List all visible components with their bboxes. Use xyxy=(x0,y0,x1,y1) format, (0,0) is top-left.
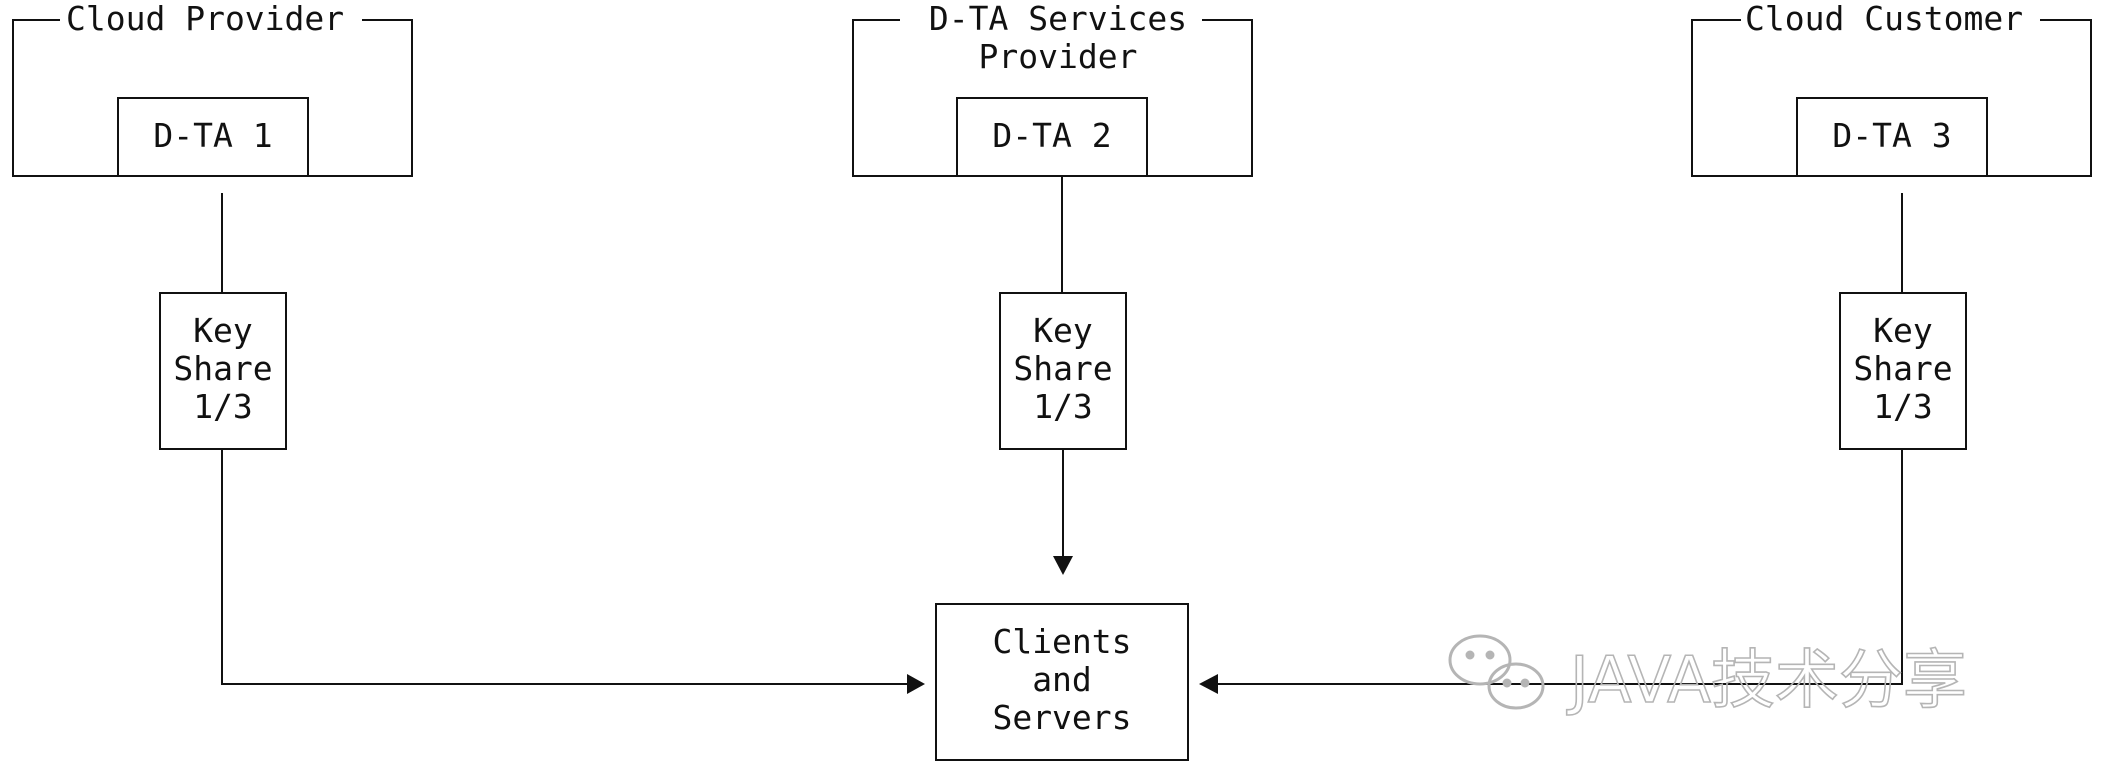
node-dta-2 xyxy=(956,97,1148,177)
node-label: D-TA 2 xyxy=(992,116,1111,155)
key-share-line: Share xyxy=(173,349,272,388)
arrowhead xyxy=(907,674,925,694)
connector-line xyxy=(1218,449,1903,685)
key-share-line: 1/3 xyxy=(193,387,253,426)
key-share-line: 1/3 xyxy=(1033,387,1093,426)
target-box xyxy=(935,603,1189,761)
key-share-line: Share xyxy=(1853,349,1952,388)
group-title-line: D-TA Services xyxy=(929,0,1187,38)
node-label: D-TA 3 xyxy=(1832,116,1951,155)
arrowhead xyxy=(1053,556,1073,575)
key-share-line: Key xyxy=(1873,311,1933,350)
key-share-box xyxy=(999,292,1127,450)
watermark-text: JAVA技术分享 xyxy=(1566,644,1967,718)
target-line: Servers xyxy=(992,698,1131,737)
key-share-line: Share xyxy=(1013,349,1112,388)
node-label: D-TA 1 xyxy=(153,116,272,155)
arrowhead xyxy=(1199,674,1218,694)
node-dta-1 xyxy=(117,97,309,177)
key-share-line: Key xyxy=(1033,311,1093,350)
key-share-line: Key xyxy=(193,311,253,350)
wechat-icon xyxy=(1448,634,1545,710)
watermark: JAVA技术分享 xyxy=(1448,634,1968,719)
clients-and-servers: Clients and Servers xyxy=(935,603,1189,761)
group-title: Cloud Provider xyxy=(66,0,344,38)
node-dta-3 xyxy=(1796,97,1988,177)
key-share-box xyxy=(159,292,287,450)
group-cloud-provider: Cloud Provider D-TA 1 Key Share 1/3 xyxy=(12,0,925,694)
key-share-line: 1/3 xyxy=(1873,387,1933,426)
key-share-box xyxy=(1839,292,1967,450)
group-cloud-customer: Cloud Customer D-TA 3 Key Share 1/3 xyxy=(1199,0,2092,694)
group-dta-services-provider: D-TA Services Provider D-TA 2 Key Share … xyxy=(852,0,1253,575)
connector-line xyxy=(221,449,908,685)
group-title-line: Provider xyxy=(979,37,1138,76)
target-line: and xyxy=(1032,660,1092,699)
target-line: Clients xyxy=(992,622,1131,661)
group-title: Cloud Customer xyxy=(1745,0,2023,38)
